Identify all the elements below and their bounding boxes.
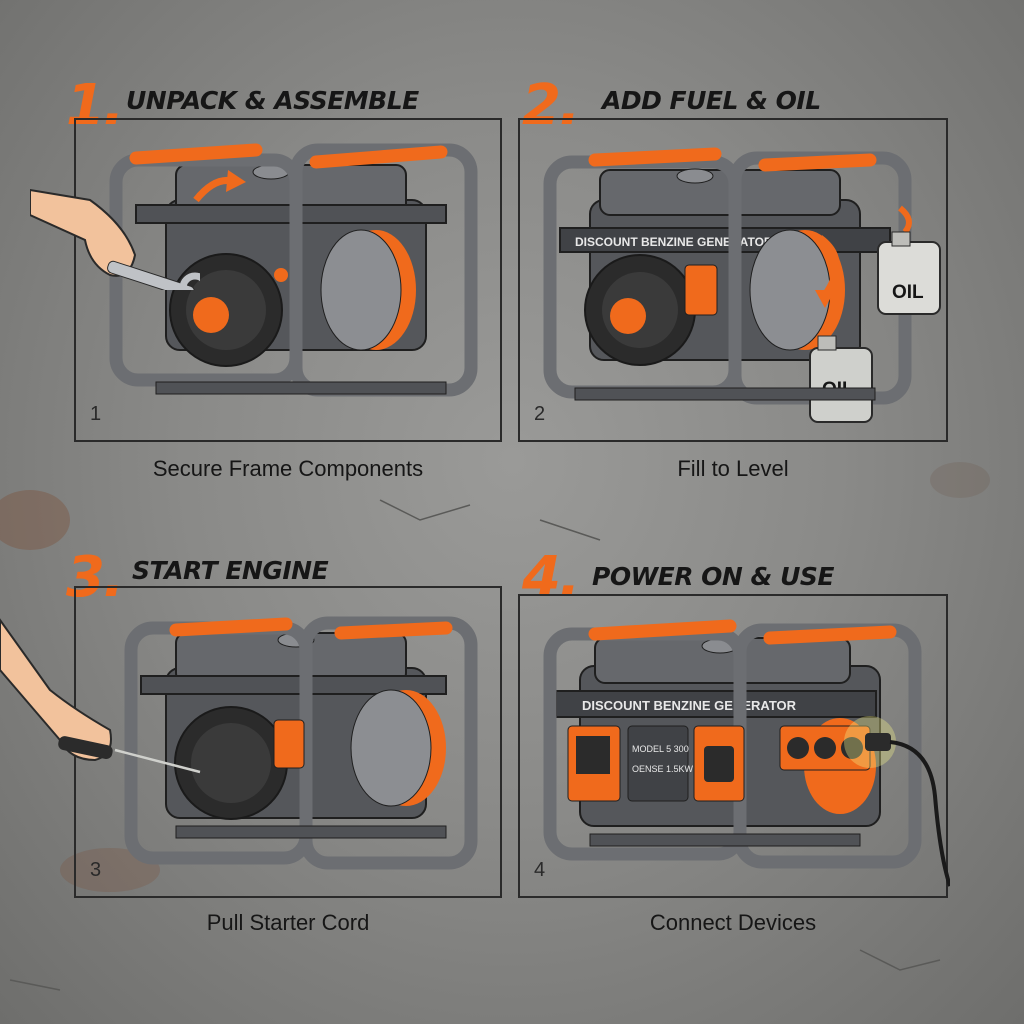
step-title: START ENGINE <box>132 556 329 585</box>
hand-wrench-icon <box>30 188 200 290</box>
step-caption: Connect Devices <box>649 910 817 935</box>
step-title: UNPACK & ASSEMBLE <box>126 86 419 115</box>
panel-number: 2 <box>534 403 546 425</box>
step-number: 4. <box>522 545 580 610</box>
step-title: POWER ON & USE <box>592 562 834 591</box>
illustration-panel: 3 <box>74 586 502 898</box>
step-caption: Pull Starter Cord <box>206 910 370 935</box>
generator-illustration: DISCOUNT BENZINE GENERATOR MODEL 5 300 O… <box>543 619 950 887</box>
generator-illustration: DISCOUNT BENZINE GENERATOR OIL OIL <box>543 147 941 423</box>
hand-starter-cord-icon <box>0 618 201 774</box>
panel-number: 4 <box>534 859 546 881</box>
label-plate: DISCOUNT BENZINE GENERATOR <box>582 698 797 713</box>
illustration-panel: DISCOUNT BENZINE GENERATOR OIL OIL 2 <box>518 118 948 442</box>
panel-number: 1 <box>90 403 102 425</box>
illustration-panel: 1 <box>74 118 502 442</box>
panel-number: 3 <box>90 859 102 881</box>
generator-illustration <box>109 143 478 397</box>
step-caption: Secure Frame Components <box>152 456 424 481</box>
step-number: 2. <box>522 73 580 138</box>
oil-label: OIL <box>892 282 924 303</box>
step-caption: Fill to Level <box>677 456 789 481</box>
model-line: OENSE 1.5KW <box>632 764 694 774</box>
step-title: ADD FUEL & OIL <box>602 86 821 115</box>
label-plate: DISCOUNT BENZINE GENERATOR <box>575 235 773 249</box>
generator-illustration <box>124 616 478 870</box>
model-line: MODEL 5 300 <box>632 744 689 754</box>
illustration-panel: DISCOUNT BENZINE GENERATOR MODEL 5 300 O… <box>518 594 950 898</box>
